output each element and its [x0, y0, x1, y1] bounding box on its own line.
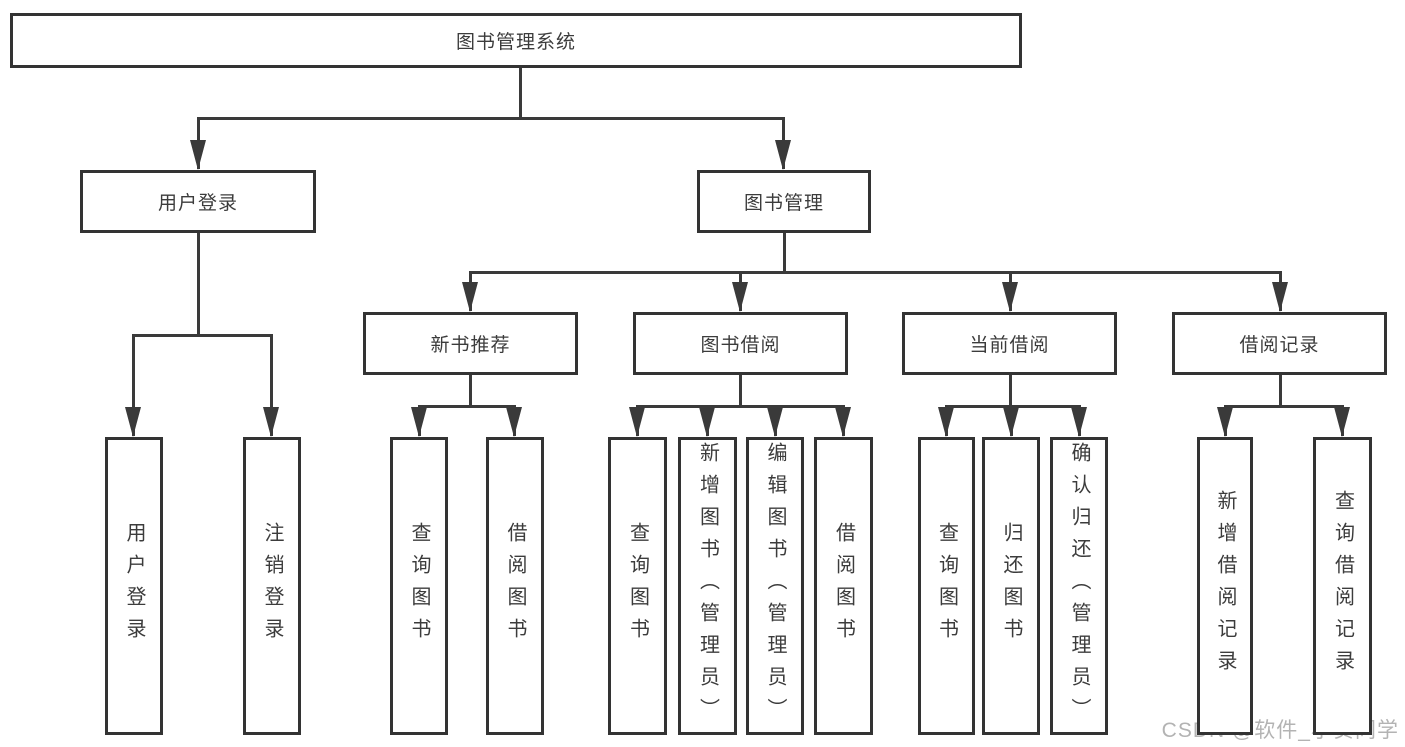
arrow-down-icon: [125, 407, 141, 437]
node-new-book-rec: 新书推荐: [363, 312, 578, 375]
node-label-leaf-user-login: 用户登录: [123, 522, 145, 650]
node-leaf-edit-book: 编辑图书（管理员）: [746, 437, 804, 735]
connector-line: [1009, 375, 1012, 408]
node-label-leaf-query-books-1: 查询图书: [408, 522, 430, 650]
connector-line: [739, 375, 742, 408]
node-leaf-query-books-1: 查询图书: [390, 437, 448, 735]
arrow-down-icon: [835, 407, 851, 437]
arrow-down-icon: [1272, 282, 1288, 312]
connector-line: [418, 405, 515, 408]
node-leaf-borrow-books-1: 借阅图书: [486, 437, 544, 735]
node-book-borrow: 图书借阅: [633, 312, 848, 375]
arrow-down-icon: [1071, 407, 1087, 437]
node-label-leaf-query-record: 查询借阅记录: [1331, 490, 1354, 682]
arrow-down-icon: [411, 407, 427, 437]
node-root: 图书管理系统: [10, 13, 1022, 68]
connector-line: [519, 68, 522, 118]
connector-line: [270, 334, 273, 436]
connector-line: [636, 405, 844, 408]
connector-line: [469, 375, 472, 408]
node-leaf-query-record: 查询借阅记录: [1313, 437, 1372, 735]
node-label-user-login: 用户登录: [157, 193, 238, 214]
node-leaf-query-books-2: 查询图书: [608, 437, 667, 735]
arrow-down-icon: [1334, 407, 1350, 437]
connector-line: [197, 233, 200, 337]
node-label-leaf-logout: 注销登录: [261, 522, 283, 650]
arrow-down-icon: [1002, 282, 1018, 312]
connector-line: [469, 271, 1281, 274]
connector-line: [197, 117, 784, 120]
arrow-down-icon: [462, 282, 478, 312]
node-label-leaf-query-books-3: 查询图书: [935, 522, 958, 650]
node-label-root: 图书管理系统: [455, 32, 576, 53]
node-label-borrow-records: 借阅记录: [1239, 335, 1320, 356]
node-label-book-mgmt: 图书管理: [743, 193, 824, 214]
connector-line: [783, 233, 786, 274]
node-label-leaf-confirm-return: 确认归还（管理员）: [1068, 442, 1090, 730]
node-label-leaf-add-book: 新增图书（管理员）: [696, 442, 719, 730]
node-label-leaf-add-record: 新增借阅记录: [1214, 490, 1236, 682]
arrow-down-icon: [767, 407, 783, 437]
node-leaf-user-login: 用户登录: [105, 437, 163, 735]
arrow-down-icon: [1003, 407, 1019, 437]
node-book-mgmt: 图书管理: [697, 170, 871, 233]
arrow-down-icon: [506, 407, 522, 437]
arrow-down-icon: [775, 140, 791, 170]
arrow-down-icon: [263, 407, 279, 437]
node-leaf-return-book: 归还图书: [982, 437, 1040, 735]
node-leaf-add-book: 新增图书（管理员）: [678, 437, 737, 735]
node-label-leaf-return-book: 归还图书: [1000, 522, 1022, 650]
node-leaf-query-books-3: 查询图书: [918, 437, 975, 735]
connector-line: [1224, 405, 1343, 408]
node-label-leaf-borrow-books-2: 借阅图书: [832, 522, 855, 650]
node-user-login: 用户登录: [80, 170, 316, 233]
node-leaf-confirm-return: 确认归还（管理员）: [1050, 437, 1108, 735]
node-label-book-borrow: 图书借阅: [700, 335, 781, 356]
node-leaf-borrow-books-2: 借阅图书: [814, 437, 873, 735]
node-borrow-records: 借阅记录: [1172, 312, 1387, 375]
connector-line: [1279, 375, 1282, 408]
node-leaf-logout: 注销登录: [243, 437, 301, 735]
node-label-leaf-query-books-2: 查询图书: [626, 522, 649, 650]
arrow-down-icon: [938, 407, 954, 437]
arrow-down-icon: [699, 407, 715, 437]
connector-line: [132, 334, 272, 337]
node-label-leaf-borrow-books-1: 借阅图书: [504, 522, 526, 650]
node-label-new-book-rec: 新书推荐: [430, 335, 511, 356]
node-leaf-add-record: 新增借阅记录: [1197, 437, 1253, 735]
node-current-borrow: 当前借阅: [902, 312, 1117, 375]
connector-line: [132, 334, 135, 436]
arrow-down-icon: [190, 140, 206, 170]
arrow-down-icon: [1217, 407, 1233, 437]
node-label-current-borrow: 当前借阅: [969, 335, 1050, 356]
node-label-leaf-edit-book: 编辑图书（管理员）: [764, 442, 786, 730]
arrow-down-icon: [732, 282, 748, 312]
arrow-down-icon: [629, 407, 645, 437]
